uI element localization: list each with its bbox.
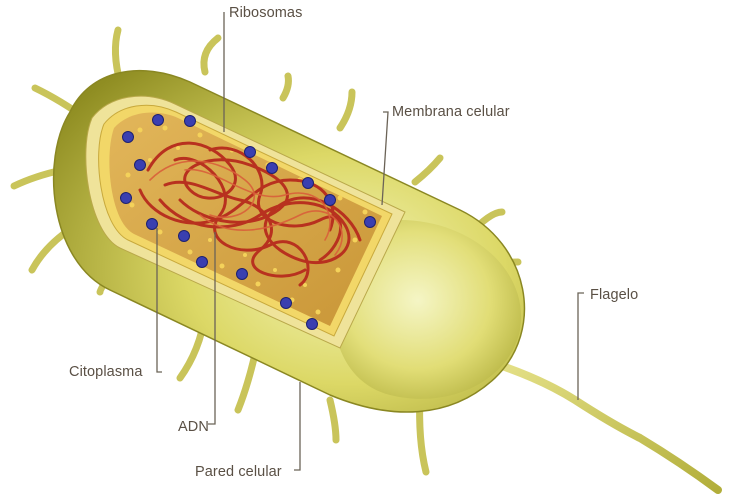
- leader-line-flagelo: [578, 293, 584, 400]
- pilus: [204, 38, 218, 72]
- flagellum: [490, 362, 718, 490]
- label-pared-celular: Pared celular: [195, 464, 282, 480]
- label-membrana-celular: Membrana celular: [392, 104, 510, 120]
- label-adn: ADN: [178, 419, 209, 435]
- pilus: [283, 76, 288, 98]
- pilus: [340, 92, 352, 128]
- label-ribosomas: Ribosomas: [229, 5, 302, 21]
- label-citoplasma: Citoplasma: [69, 364, 143, 380]
- leader-line-pared: [294, 382, 300, 470]
- label-flagelo: Flagelo: [590, 287, 638, 303]
- pilus: [330, 400, 336, 440]
- pilus: [415, 158, 440, 182]
